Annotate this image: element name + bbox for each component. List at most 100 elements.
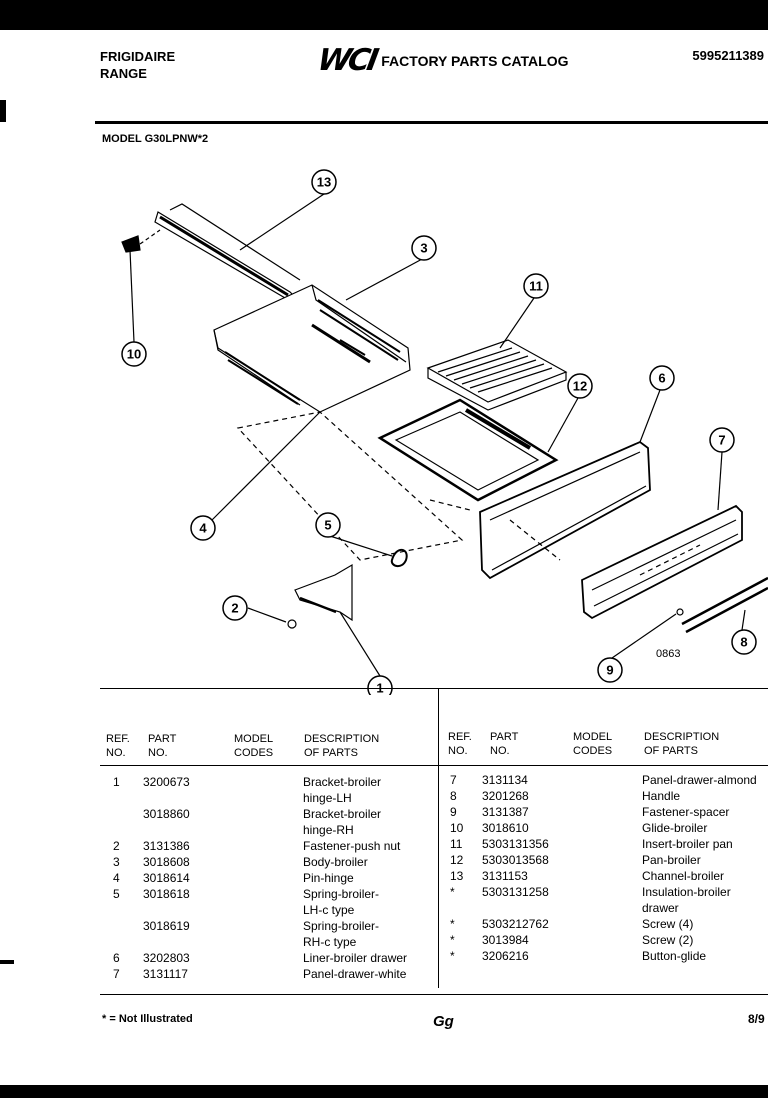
header-ref-right: REF.NO. (448, 731, 472, 757)
part-ref-cell: 7 (450, 773, 457, 787)
callout-1: 1 (376, 681, 383, 696)
part-part-cell: 3131117 (143, 967, 188, 981)
part-ref-cell: 10 (450, 821, 464, 835)
part-ref-cell: 6 (113, 951, 120, 965)
part-ref-cell: 1 (113, 775, 120, 789)
part-part-cell: 3131387 (482, 805, 529, 819)
part-ref-cell: 9 (450, 805, 457, 819)
diagram-code: 0863 (656, 648, 681, 660)
callout-9: 9 (606, 663, 613, 678)
part-ref-cell: 8 (450, 789, 457, 803)
panel-drawer-part (581, 504, 743, 620)
part-desc-cell: Spring-broiler- (303, 919, 380, 933)
part-ref-cell: * (450, 885, 455, 899)
callout-12: 12 (573, 379, 587, 394)
part-desc-cell: Handle (642, 789, 681, 803)
part-ref-cell: 2 (113, 839, 120, 853)
part-desc-cell: Insulation-broiler (642, 885, 731, 899)
callout-6: 6 (658, 371, 665, 386)
glide-broiler-part (121, 229, 161, 253)
part-desc-cell: Screw (2) (642, 933, 694, 947)
exploded-parts-diagram: 13 3 11 12 6 7 8 9 1 2 5 4 10 (121, 169, 768, 696)
insert-broiler-pan-part (426, 339, 568, 411)
part-part-cell: 3013984 (482, 933, 529, 947)
part-desc-cell: Bracket-broiler (303, 807, 382, 821)
push-nut-part (287, 619, 297, 629)
part-part-cell: 5303131258 (482, 885, 549, 899)
part-ref-cell: 3 (113, 855, 120, 869)
part-desc-cell: Body-broiler (303, 855, 368, 869)
callout-7: 7 (718, 433, 725, 448)
part-part-cell: 3200673 (143, 775, 190, 789)
part-desc-cell: LH-c type (303, 903, 355, 917)
callout-2: 2 (231, 601, 238, 616)
part-desc-cell: drawer (642, 901, 679, 915)
part-ref-cell: * (450, 917, 455, 931)
callout-4: 4 (199, 521, 207, 536)
part-desc-cell: Bracket-broiler (303, 775, 382, 789)
product-type: RANGE (100, 66, 147, 81)
part-part-cell: 3018610 (482, 821, 529, 835)
catalog-heading: WCI FACTORY PARTS CATALOG (315, 43, 569, 78)
part-part-cell: 3018608 (143, 855, 190, 869)
part-desc-cell: hinge-RH (303, 823, 354, 837)
header-ref-left: REF.NO. (106, 733, 130, 759)
callout-5: 5 (324, 518, 331, 533)
part-part-cell: 3018618 (143, 887, 190, 901)
part-desc-cell: Pan-broiler (642, 853, 701, 867)
part-desc-cell: Glide-broiler (642, 821, 708, 835)
part-desc-cell: Pin-hinge (303, 871, 354, 885)
brand-name: FRIGIDAIRE (100, 49, 176, 64)
part-part-cell: 5303131356 (482, 837, 549, 851)
spring-broiler-part (390, 548, 408, 567)
part-ref-cell: 4 (113, 871, 120, 885)
callout-10: 10 (127, 347, 141, 362)
part-desc-cell: hinge-LH (303, 791, 352, 805)
page-marker: Gg (433, 1013, 454, 1030)
bracket-broiler-hinge-part (294, 563, 353, 622)
part-desc-cell: Insert-broiler pan (642, 837, 733, 851)
table-divider (438, 688, 439, 988)
footnote: * = Not Illustrated (102, 1013, 193, 1025)
callout-11: 11 (529, 279, 543, 294)
part-desc-cell: Fastener-spacer (642, 805, 730, 819)
page-number: 8/9 (748, 1012, 765, 1026)
callout-13: 13 (317, 175, 331, 190)
part-desc-cell: Button-glide (642, 949, 707, 963)
scan-mark (0, 100, 6, 122)
parts-table (100, 688, 768, 989)
part-ref-cell: * (450, 933, 455, 947)
part-desc-cell: Panel-drawer-almond (642, 773, 757, 787)
part-desc-cell: Spring-broiler- (303, 887, 380, 901)
body-broiler-part (213, 284, 411, 413)
part-ref-cell: 5 (113, 887, 120, 901)
part-part-cell: 3202803 (143, 951, 190, 965)
part-part-cell: 5303013568 (482, 853, 549, 867)
part-part-cell: 3131386 (143, 839, 190, 853)
callout-3: 3 (420, 241, 427, 256)
catalog-title: FACTORY PARTS CATALOG (381, 53, 569, 69)
part-desc-cell: Channel-broiler (642, 869, 725, 883)
part-desc-cell: Fastener-push nut (303, 839, 401, 853)
part-part-cell: 5303212762 (482, 917, 549, 931)
part-desc-cell: Panel-drawer-white (303, 967, 407, 981)
part-part-cell: 3201268 (482, 789, 529, 803)
part-part-cell: 3018860 (143, 807, 190, 821)
part-ref-cell: * (450, 949, 455, 963)
callout-8: 8 (740, 635, 747, 650)
part-desc-cell: Screw (4) (642, 917, 694, 931)
part-ref-cell: 12 (450, 853, 464, 867)
table-bottom-rule (100, 994, 768, 995)
wci-logo: WCI (315, 43, 379, 78)
document-number: 5995211389 (692, 48, 764, 63)
header-underline (100, 765, 768, 766)
part-ref-cell: 13 (450, 869, 464, 883)
part-ref-cell: 7 (113, 967, 120, 981)
part-part-cell: 3018619 (143, 919, 190, 933)
part-part-cell: 3018614 (143, 871, 190, 885)
pan-broiler-part (377, 398, 559, 502)
